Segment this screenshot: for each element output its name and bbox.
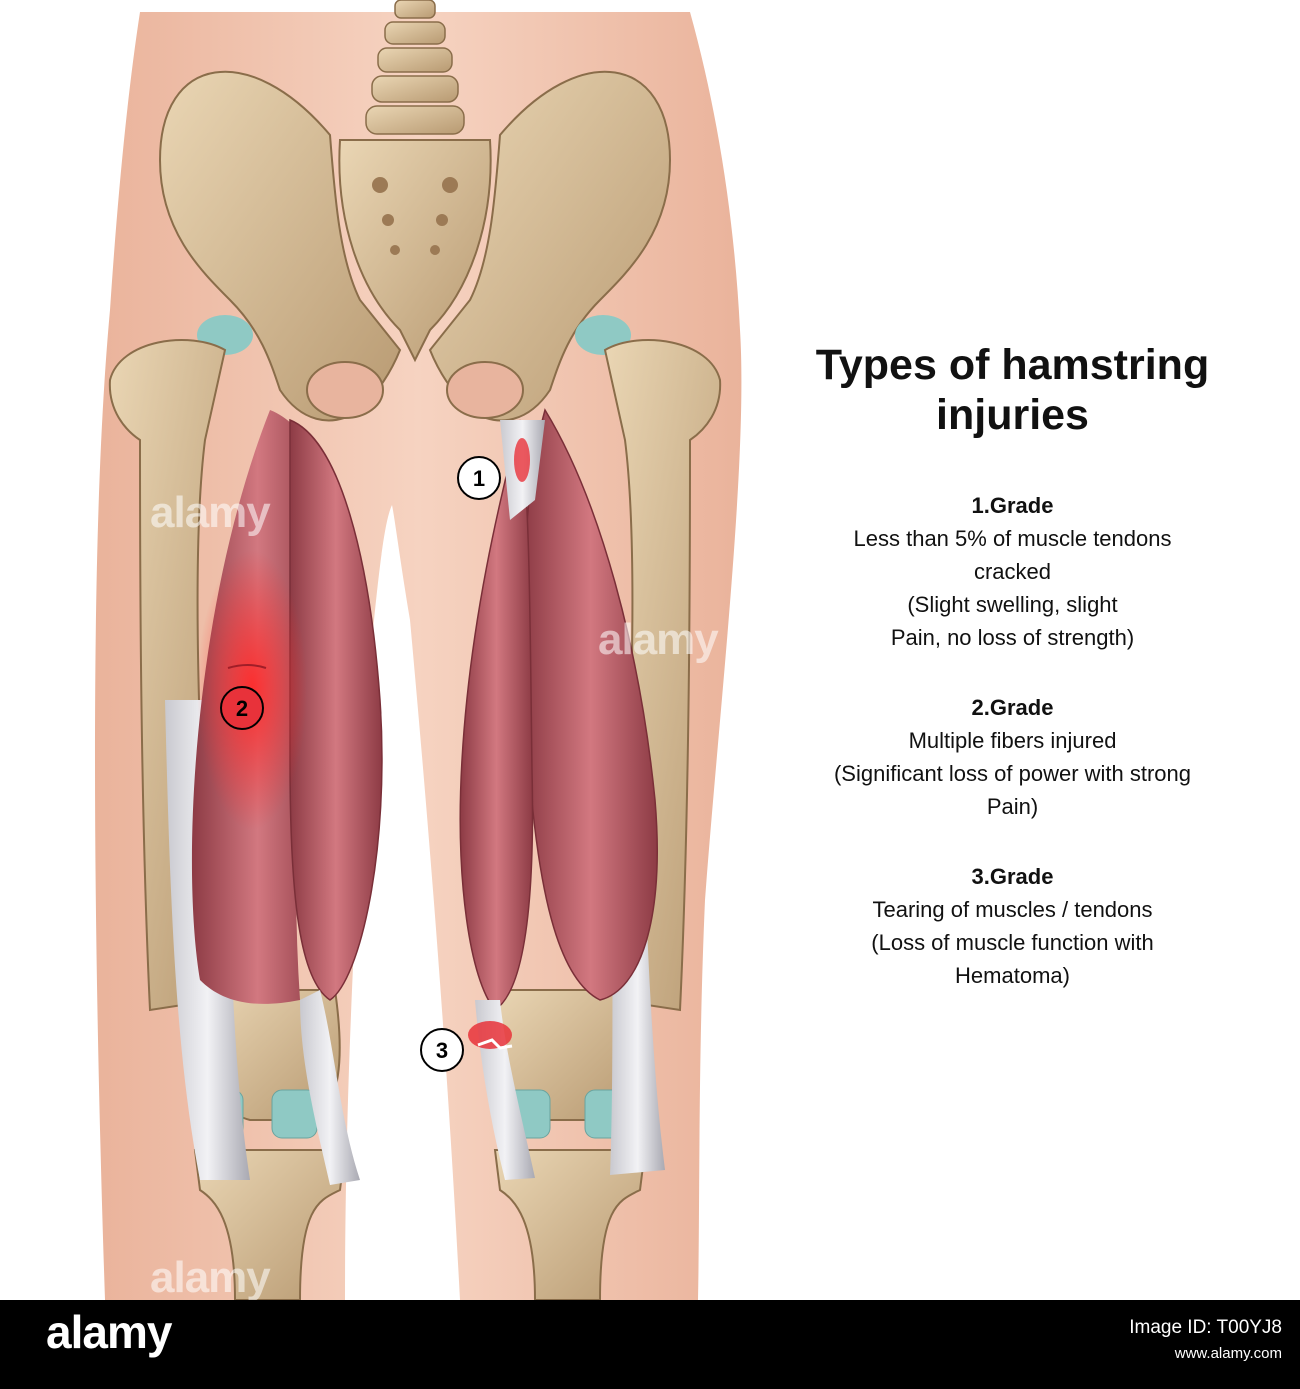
grade-2-line: Multiple fibers injured <box>908 728 1117 753</box>
grade3-injury-area <box>468 1021 512 1049</box>
pelvis <box>158 70 672 422</box>
grade-3-line: Tearing of muscles / tendons <box>872 897 1153 922</box>
grade-1-line: Less than 5% of muscle tendons <box>853 526 1172 551</box>
marker-1: 1 <box>457 456 501 500</box>
marker-2: 2 <box>220 686 264 730</box>
grade-3-line: (Loss of muscle function with <box>871 930 1154 955</box>
lumbar-spine <box>365 0 465 135</box>
grade-2-line: Pain) <box>986 794 1039 819</box>
stock-info: Image ID: T00YJ8 www.alamy.com <box>1129 1315 1282 1367</box>
title-line-1: Types of hamstring <box>815 341 1210 389</box>
grade-2-heading: 2.Grade <box>971 695 1054 720</box>
grade-3-block: 3.Grade Tearing of muscles / tendons (Lo… <box>760 861 1265 992</box>
site-url: www.alamy.com <box>1174 1345 1282 1362</box>
marker-3: 3 <box>420 1028 464 1072</box>
grade-1-line: (Slight swelling, slight <box>907 592 1118 617</box>
info-panel: Types of hamstring injuries 1.Grade Less… <box>760 340 1265 992</box>
watermark: alamy <box>150 1253 271 1302</box>
watermark: alamy <box>598 615 719 664</box>
grade-3-line: Hematoma) <box>955 963 1070 988</box>
marker-3-label: 3 <box>436 1038 448 1063</box>
grade3-tear-mark <box>477 1038 513 1050</box>
watermark: alamy <box>150 488 271 537</box>
marker-1-label: 1 <box>473 466 485 491</box>
grade-1-block: 1.Grade Less than 5% of muscle tendons c… <box>760 490 1265 654</box>
hamstring-anatomy-illustration: 1 2 3 <box>95 0 742 1300</box>
grade-1-line: cracked <box>973 559 1052 584</box>
image-id: Image ID: T00YJ8 <box>1129 1317 1282 1338</box>
title-line-2: injuries <box>936 391 1089 439</box>
grade-2-line: (Significant loss of power with strong <box>833 761 1192 786</box>
footer-bar <box>0 1300 1300 1389</box>
footer-logo: alamy <box>46 1306 172 1358</box>
right-hamstrings <box>459 408 665 1180</box>
grade2-injury-mark <box>227 664 267 669</box>
grade-2-block: 2.Grade Multiple fibers injured (Signifi… <box>760 692 1265 823</box>
sacral-foramina <box>372 177 458 255</box>
page-title: Types of hamstring injuries <box>760 340 1265 440</box>
grade1-injury-area <box>514 438 530 482</box>
grade-1-heading: 1.Grade <box>971 493 1054 518</box>
grade-3-heading: 3.Grade <box>971 864 1054 889</box>
grade-1-line: Pain, no loss of strength) <box>890 625 1135 650</box>
marker-2-label: 2 <box>236 696 248 721</box>
left-lower-tendon <box>300 990 360 1185</box>
